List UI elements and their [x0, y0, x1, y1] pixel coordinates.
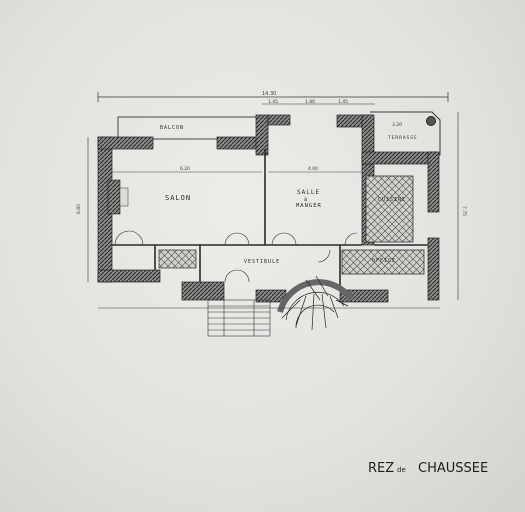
svg-text:REZ: REZ — [368, 461, 394, 476]
interior-walls — [112, 149, 428, 290]
exterior-walls — [97, 114, 440, 303]
room-label-cuisine: CUISINE — [378, 197, 406, 203]
svg-text:1.45: 1.45 — [338, 99, 348, 105]
fireplace — [107, 179, 129, 215]
svg-text:6.80: 6.80 — [76, 204, 82, 214]
room-label-vestibule: VESTIBULE — [244, 259, 280, 265]
spiral-staircase — [277, 275, 355, 331]
dimension-salle: 4.00 — [268, 166, 362, 173]
svg-text:1.80: 1.80 — [305, 99, 315, 105]
dimension-cuisine: 3.20 — [392, 122, 402, 128]
room-label-office: OFFICE — [372, 258, 396, 264]
room-label-terrasse: TERRASSE — [388, 135, 418, 141]
terrasse-outline — [370, 111, 441, 156]
room-label-salle-2: à — [304, 196, 308, 203]
dimension-left: 6.80 — [76, 137, 89, 282]
svg-text:CHAUSSEE: CHAUSSEE — [418, 461, 488, 476]
room-label-salle-3: MANGER — [296, 203, 322, 209]
entrance-steps — [207, 299, 271, 337]
room-label-salon: SALON — [165, 194, 191, 202]
svg-text:7.75: 7.75 — [461, 206, 467, 216]
dimension-right: 7.75 — [457, 112, 467, 300]
svg-text:de: de — [397, 466, 406, 474]
dimension-overall-top: 14.30 — [97, 91, 449, 102]
room-label-balcon: BALCON — [160, 125, 184, 131]
cuisine-tile-floor — [365, 175, 414, 243]
svg-text:3.20: 3.20 — [392, 122, 402, 128]
dimension-top-segments: 1.45 1.80 1.45 — [262, 99, 375, 105]
office-tile-floor — [341, 249, 425, 275]
room-label-salle-1: SALLE — [297, 189, 320, 196]
balcon-outline — [117, 116, 259, 140]
svg-text:1.45: 1.45 — [268, 99, 278, 105]
drawing-title: REZ de CHAUSSEE — [368, 461, 488, 476]
dimension-salon: 6.20 — [112, 166, 262, 173]
svg-text:14.30: 14.30 — [262, 91, 276, 97]
door-swings — [114, 230, 358, 283]
svg-text:4.00: 4.00 — [308, 166, 318, 172]
wc-tile-floor — [158, 249, 197, 269]
svg-text:6.20: 6.20 — [180, 166, 190, 172]
